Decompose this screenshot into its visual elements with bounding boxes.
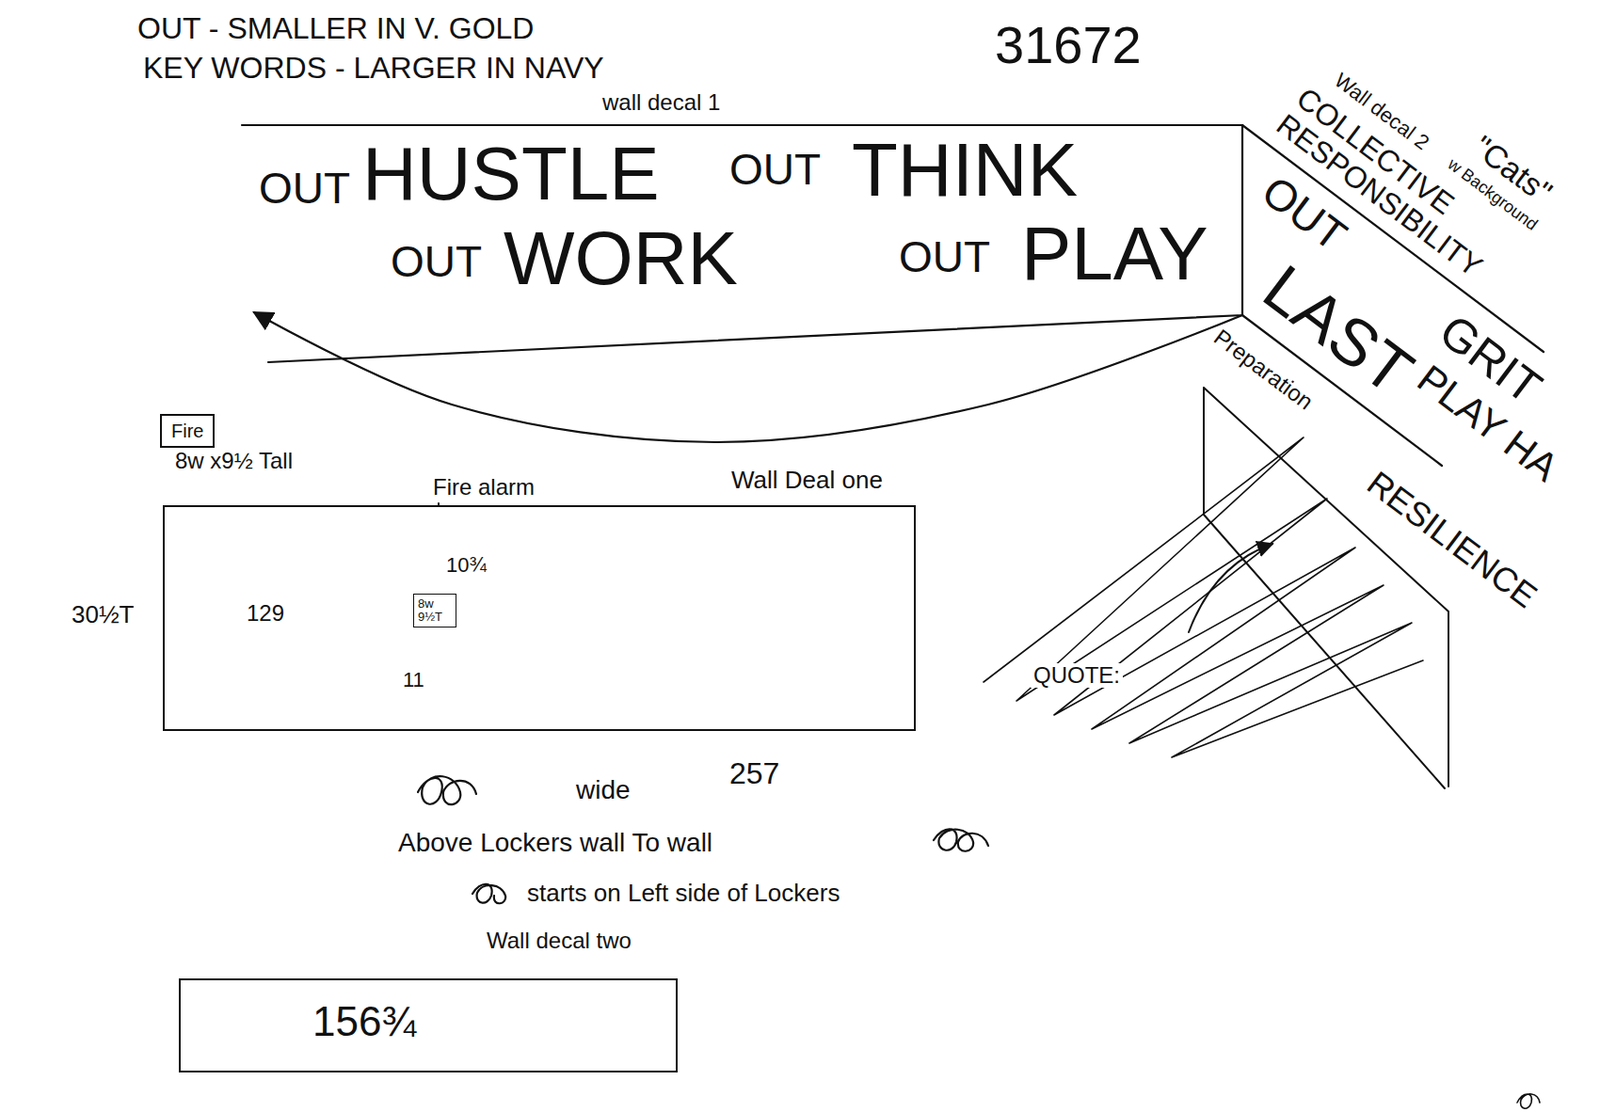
scribble bbox=[933, 829, 989, 852]
direction-arrow bbox=[1188, 544, 1273, 633]
dimension: 11 bbox=[402, 670, 425, 691]
decal-band: wall decal 1OUTHUSTLEOUTTHINKOUTWORKOUTP… bbox=[240, 89, 1248, 372]
box-label: Fire bbox=[171, 421, 204, 441]
hatching bbox=[983, 437, 1424, 758]
note: Preparation bbox=[1210, 325, 1318, 415]
key-word: WORK bbox=[503, 221, 738, 297]
part-name: Fire alarm bbox=[432, 476, 535, 499]
note: starts on Left side of Lockers bbox=[527, 880, 840, 906]
fire-box: Fire8w x9½ Tall bbox=[160, 414, 215, 448]
band-line bbox=[241, 125, 1243, 363]
box-label: 8w 9½T bbox=[417, 597, 452, 624]
out-word: OUT bbox=[258, 166, 351, 210]
scribble bbox=[417, 776, 477, 805]
dimension-note: 8w x9½ Tall bbox=[175, 449, 293, 473]
note: KEY WORDS - LARGER IN NAVY bbox=[143, 52, 605, 83]
out-word: OUT bbox=[390, 240, 482, 284]
quote-label: QUOTE: bbox=[1030, 663, 1123, 688]
job-number: 31672 bbox=[994, 18, 1142, 72]
wall-heading: Wall decal two bbox=[486, 929, 632, 953]
wall-heading: Wall Deal one bbox=[731, 467, 883, 493]
scribble bbox=[472, 884, 506, 905]
out-word: OUT bbox=[898, 235, 991, 279]
note: Above Lockers wall To wall bbox=[398, 830, 713, 857]
dimension: 156¾ bbox=[312, 1001, 416, 1043]
dimension: 10¾ bbox=[446, 555, 487, 576]
key-word: THINK bbox=[851, 132, 1078, 208]
quote-area-outline bbox=[1203, 387, 1449, 789]
decal-heading: wall decal 1 bbox=[602, 91, 720, 114]
wall-outline: Wall decal two156¾ bbox=[178, 978, 678, 1073]
dimension: 257 bbox=[729, 758, 780, 789]
flow-arrow bbox=[254, 312, 1243, 443]
key-word: HUSTLE bbox=[362, 136, 660, 212]
dimension: 30½T bbox=[71, 602, 135, 627]
scribble bbox=[1517, 1094, 1540, 1109]
out-word: OUT bbox=[729, 147, 821, 192]
key-word: RESILIENCE bbox=[1360, 465, 1543, 615]
dimension: 129 bbox=[246, 602, 285, 625]
fire-alarm-box: 8w 9½T bbox=[413, 593, 457, 628]
dimension: wide bbox=[576, 777, 631, 804]
note: OUT - SMALLER IN V. GOLD bbox=[137, 13, 534, 44]
key-word: PLAY bbox=[1021, 216, 1209, 292]
